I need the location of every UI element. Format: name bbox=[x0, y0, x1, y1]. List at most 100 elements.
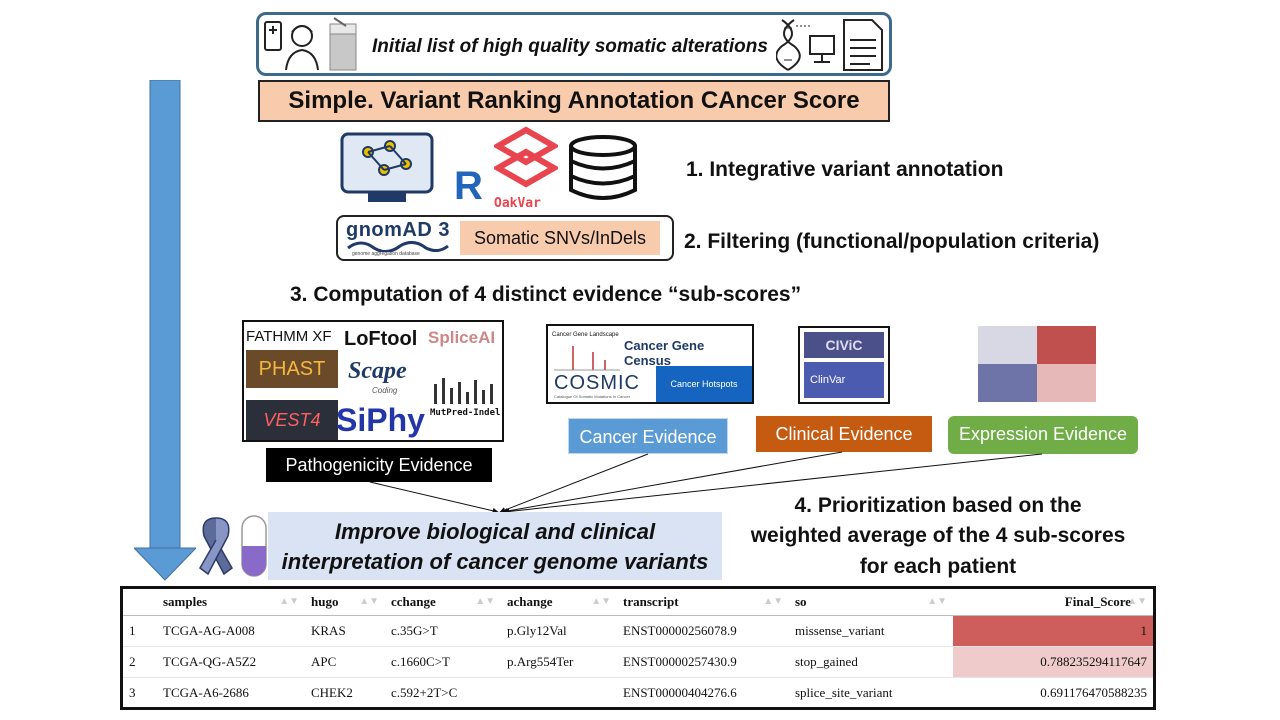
expression-heatmap bbox=[978, 326, 1096, 402]
cell-final-score: 1 bbox=[953, 615, 1153, 647]
col-transcript-header[interactable]: transcript▲▼ bbox=[617, 589, 789, 616]
siphy-logo: SiPhy bbox=[336, 402, 425, 438]
fathmm-logo: FATHMM XF bbox=[246, 328, 332, 345]
pathogenicity-tools-collage: FATHMM XF PHAST VEST4 LoFtool Scape Codi… bbox=[242, 320, 504, 442]
row-index: 3 bbox=[123, 677, 157, 707]
table-row[interactable]: 1 TCGA-AG-A008 KRAS c.35G>T p.Gly12Val E… bbox=[123, 615, 1153, 647]
r-logo: R bbox=[454, 164, 483, 208]
col-cchange-label: cchange bbox=[391, 594, 436, 609]
gnomad-wave-icon bbox=[347, 241, 449, 252]
initial-list-text: Initial list of high quality somatic alt… bbox=[372, 36, 768, 57]
col-cchange-header[interactable]: cchange ▲▼ bbox=[385, 589, 501, 616]
sort-icon[interactable]: ▲▼ bbox=[279, 596, 299, 607]
cancer-ribbon-icon bbox=[199, 517, 233, 576]
somatic-filter-label: Somatic SNVs/InDels bbox=[460, 221, 660, 255]
results-table-panel: samples▲▼ hugo ▲▼ cchange ▲▼ achange ▲▼ tra… bbox=[120, 586, 1156, 710]
cell-achange bbox=[501, 677, 617, 707]
cell-transcript: ENST00000404276.6 bbox=[617, 677, 789, 707]
cell-hugo: APC bbox=[305, 646, 385, 678]
expression-evidence-box: Expression Evidence bbox=[948, 416, 1138, 454]
col-final-score-label: Final_Score bbox=[1064, 594, 1131, 609]
database-icon bbox=[569, 135, 637, 200]
col-so-header[interactable]: so ▲▼ bbox=[789, 589, 953, 616]
cosmic-subtitle: Catalogue Of Somatic Mutations In Cancer bbox=[554, 394, 631, 399]
col-achange-header[interactable]: achange ▲▼ bbox=[501, 589, 617, 616]
civic-logo: CIViC bbox=[804, 332, 884, 358]
col-samples-header[interactable]: samples▲▼ bbox=[157, 589, 305, 616]
cell-so: stop_gained bbox=[789, 646, 953, 678]
col-final-score-header[interactable]: Final_Score▲▼ bbox=[953, 589, 1153, 616]
cell-achange: p.Gly12Val bbox=[501, 615, 617, 647]
cell-samples: TCGA-A6-2686 bbox=[157, 677, 305, 707]
scape-logo: Scape bbox=[348, 358, 407, 384]
scape-subtitle: Coding bbox=[372, 386, 398, 395]
cell-cchange: c.592+2T>C bbox=[385, 677, 501, 707]
step-1-label: 1. Integrative variant annotation bbox=[686, 158, 1004, 181]
gnomad-subtitle: genome aggregation database bbox=[352, 251, 420, 257]
table-header-row: samples▲▼ hugo ▲▼ cchange ▲▼ achange ▲▼ tra… bbox=[123, 589, 1153, 616]
cell-final-score: 0.788235294117647 bbox=[953, 646, 1153, 678]
table-row[interactable]: 3 TCGA-A6-2686 CHEK2 c.592+2T>C ENST0000… bbox=[123, 677, 1153, 707]
mutpred-logo: MutPred-Indel bbox=[430, 408, 501, 418]
col-so-label: so bbox=[795, 594, 807, 609]
workflow-down-arrow bbox=[134, 80, 196, 581]
col-hugo-header[interactable]: hugo ▲▼ bbox=[305, 589, 385, 616]
row-index: 2 bbox=[123, 646, 157, 678]
vest-logo: VEST4 bbox=[246, 400, 338, 440]
cell-transcript: ENST00000257430.9 bbox=[617, 646, 789, 678]
step-2-label: 2. Filtering (functional/population crit… bbox=[684, 230, 1100, 253]
clinical-tools-collage: CIViC ClinVar bbox=[798, 326, 890, 404]
col-hugo-label: hugo bbox=[311, 594, 339, 609]
cell-final-score: 0.691176470588235 bbox=[953, 677, 1153, 707]
outcome-line-1: Improve biological and clinical bbox=[334, 519, 656, 544]
report-document-icon bbox=[843, 19, 883, 71]
page-title: Simple. Variant Ranking Annotation CAnce… bbox=[258, 80, 890, 122]
sort-icon[interactable]: ▲▼ bbox=[763, 596, 783, 607]
col-index-header bbox=[123, 589, 157, 616]
cell-samples: TCGA-AG-A008 bbox=[157, 615, 305, 647]
cgl-plot-icon bbox=[554, 346, 620, 371]
step-3-label: 3. Computation of 4 distinct evidence “s… bbox=[290, 283, 802, 306]
cell-achange: p.Arg554Ter bbox=[501, 646, 617, 678]
sort-icon[interactable]: ▲▼ bbox=[1127, 596, 1147, 607]
hotspots-logo: Cancer Hotspots bbox=[656, 366, 752, 402]
cancer-evidence-box: Cancer Evidence bbox=[568, 418, 728, 454]
outcome-box: Improve biological and clinical interpre… bbox=[268, 512, 722, 580]
step-4-line-1: 4. Prioritization based on the bbox=[794, 494, 1082, 517]
row-index: 1 bbox=[123, 615, 157, 647]
census-logo: Cancer Gene Census bbox=[624, 338, 705, 368]
pathogenicity-evidence-box: Pathogenicity Evidence bbox=[266, 448, 492, 482]
clinical-evidence-box: Clinical Evidence bbox=[756, 416, 932, 452]
step-4-line-3: for each patient bbox=[859, 555, 1017, 578]
sort-icon[interactable]: ▲▼ bbox=[591, 596, 611, 607]
cell-cchange: c.35G>T bbox=[385, 615, 501, 647]
phast-logo: PHAST bbox=[246, 350, 338, 388]
sequencer-icon bbox=[329, 17, 357, 71]
sort-icon[interactable]: ▲▼ bbox=[475, 596, 495, 607]
clinician-icon bbox=[264, 21, 319, 71]
loftool-logo: LoFtool bbox=[344, 328, 418, 350]
cell-so: missense_variant bbox=[789, 615, 953, 647]
sort-icon[interactable]: ▲▼ bbox=[927, 596, 947, 607]
cancer-tools-collage: Cancer Gene Landscape Cancer Gene Census… bbox=[546, 324, 754, 404]
col-achange-label: achange bbox=[507, 594, 553, 609]
dna-analysis-icon bbox=[776, 19, 835, 71]
spliceai-logo: SpliceAI bbox=[428, 328, 496, 347]
results-table: samples▲▼ hugo ▲▼ cchange ▲▼ achange ▲▼ tra… bbox=[123, 589, 1153, 707]
cgl-logo: Cancer Gene Landscape bbox=[552, 332, 619, 338]
outcome-line-2: interpretation of cancer genome variants bbox=[281, 549, 709, 574]
clinvar-logo: ClinVar bbox=[804, 362, 884, 398]
oakvar-logo-icon bbox=[494, 126, 558, 188]
cell-hugo: CHEK2 bbox=[305, 677, 385, 707]
table-row[interactable]: 2 TCGA-QG-A5Z2 APC c.1660C>T p.Arg554Ter… bbox=[123, 646, 1153, 678]
mutpred-bars-icon bbox=[434, 378, 493, 404]
gnomad-logo: gnomAD 3 bbox=[346, 219, 450, 241]
pill-icon bbox=[241, 515, 267, 577]
step-4-line-2: weighted average of the 4 sub-scores bbox=[750, 524, 1126, 547]
computer-network-icon bbox=[340, 132, 434, 202]
cell-transcript: ENST00000256078.9 bbox=[617, 615, 789, 647]
cell-so: splice_site_variant bbox=[789, 677, 953, 707]
cell-hugo: KRAS bbox=[305, 615, 385, 647]
sort-icon[interactable]: ▲▼ bbox=[359, 596, 379, 607]
